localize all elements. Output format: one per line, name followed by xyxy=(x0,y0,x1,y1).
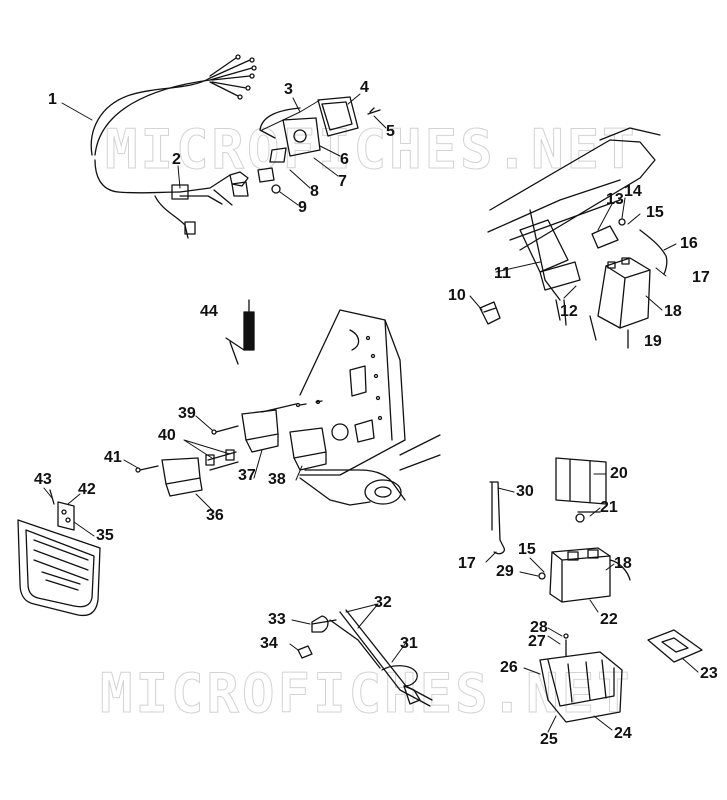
callout-13: 13 xyxy=(606,191,624,208)
callout-42: 42 xyxy=(78,481,96,498)
callout-24: 24 xyxy=(614,725,632,742)
cable-assembly xyxy=(297,609,433,707)
callout-36: 36 xyxy=(206,507,224,524)
callout-1: 1 xyxy=(48,91,57,108)
callout-29: 29 xyxy=(496,563,514,580)
callout-4: 4 xyxy=(360,79,369,96)
callout-5: 5 xyxy=(386,123,395,140)
mounting-plate xyxy=(299,309,441,506)
callout-18-upper: 18 xyxy=(664,303,682,320)
callout-8: 8 xyxy=(310,183,319,200)
callout-44: 44 xyxy=(200,303,218,320)
callout-16: 16 xyxy=(680,235,698,252)
callout-18-lower: 18 xyxy=(614,555,632,572)
resistor-44 xyxy=(225,299,255,365)
fuse-10 xyxy=(479,301,501,325)
callout-19: 19 xyxy=(644,333,662,350)
battery-lower xyxy=(489,457,703,723)
callout-32: 32 xyxy=(374,594,392,611)
callout-25: 25 xyxy=(540,731,558,748)
callout-38: 38 xyxy=(268,471,286,488)
callout-40: 40 xyxy=(158,427,176,444)
callout-39: 39 xyxy=(178,405,196,422)
callout-12: 12 xyxy=(560,303,578,320)
callout-26: 26 xyxy=(500,659,518,676)
callout-30: 30 xyxy=(516,483,534,500)
callout-2: 2 xyxy=(172,151,181,168)
callout-34: 34 xyxy=(260,635,278,652)
tail-light xyxy=(231,96,381,197)
callout-20: 20 xyxy=(610,465,628,482)
callout-7: 7 xyxy=(338,173,347,190)
callout-14: 14 xyxy=(624,183,642,200)
callout-33: 33 xyxy=(268,611,286,628)
callout-3: 3 xyxy=(284,81,293,98)
callout-21: 21 xyxy=(600,499,618,516)
callout-6: 6 xyxy=(340,151,349,168)
callout-10: 10 xyxy=(448,287,466,304)
callout-15-upper: 15 xyxy=(646,204,664,221)
callout-15-lower: 15 xyxy=(518,541,536,558)
mud-flap xyxy=(17,489,101,617)
callout-31: 31 xyxy=(400,635,418,652)
watermark-bottom: MICROFICHES.NET xyxy=(100,662,633,726)
callout-27: 27 xyxy=(528,633,546,650)
callout-37: 37 xyxy=(238,467,256,484)
callout-41: 41 xyxy=(104,449,122,466)
lights-36-37-38 xyxy=(135,399,327,497)
wiring-harness xyxy=(90,54,257,239)
callout-35: 35 xyxy=(96,527,114,544)
frame-top-right xyxy=(487,127,668,349)
callout-17-lower: 17 xyxy=(458,555,476,572)
callout-9: 9 xyxy=(298,199,307,216)
callout-23: 23 xyxy=(700,665,718,682)
watermark-top: MICROFICHES.NET xyxy=(105,118,638,182)
callout-43: 43 xyxy=(34,471,52,488)
callout-11: 11 xyxy=(494,265,511,282)
callout-28: 28 xyxy=(530,619,548,636)
callout-17-upper: 17 xyxy=(692,269,710,286)
leaders xyxy=(43,93,699,733)
callout-22: 22 xyxy=(600,611,618,628)
